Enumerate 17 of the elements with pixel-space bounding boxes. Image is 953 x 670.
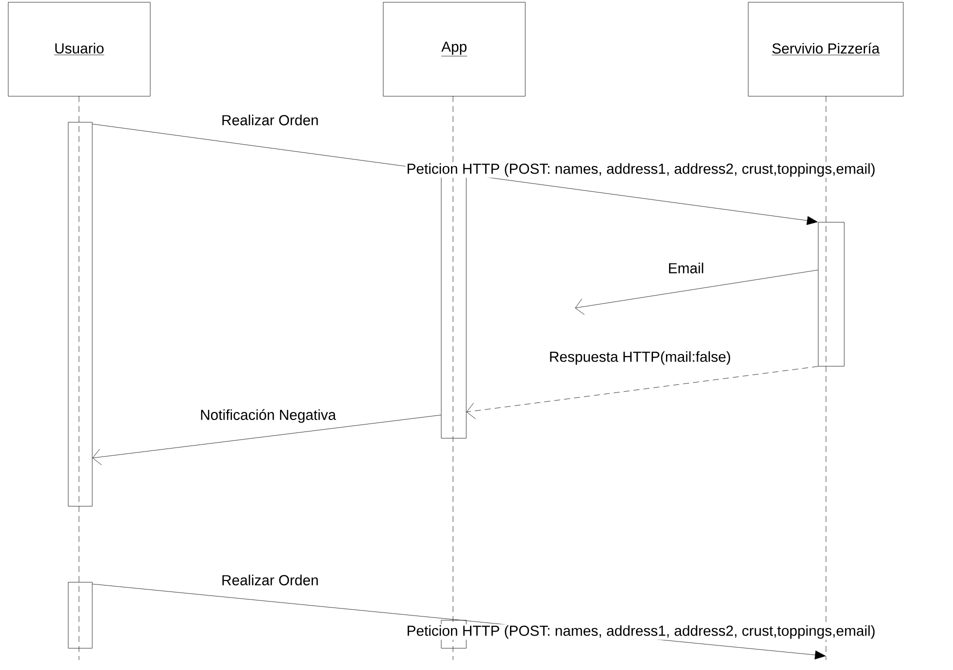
edge-label: Peticion HTTP (POST: names, address1, address2, crust,toppings,email) (408, 163, 875, 177)
message-label: Realizar Orden (222, 114, 318, 126)
message-label: Realizar Orden (222, 574, 318, 586)
message-arrow (92, 414, 442, 466)
edge-label: Notificación Negativa (201, 409, 336, 423)
activation-bar (68, 582, 92, 648)
participant-box: Servivio Pizzería (748, 2, 904, 96)
activation-bar (818, 222, 844, 366)
message-arrow (575, 270, 818, 315)
activation-bar (68, 122, 92, 506)
message-arrow (466, 366, 818, 420)
edge-label: Respuesta HTTP(mail:false) (550, 351, 730, 365)
edge-label: Peticion HTTP (POST: names, address1, address2, crust,toppings,email) (408, 625, 875, 639)
participant-box: Usuario (8, 2, 150, 96)
participant-box: App (383, 2, 526, 96)
edge-label: Email (669, 262, 704, 274)
message-arrow (92, 124, 818, 225)
